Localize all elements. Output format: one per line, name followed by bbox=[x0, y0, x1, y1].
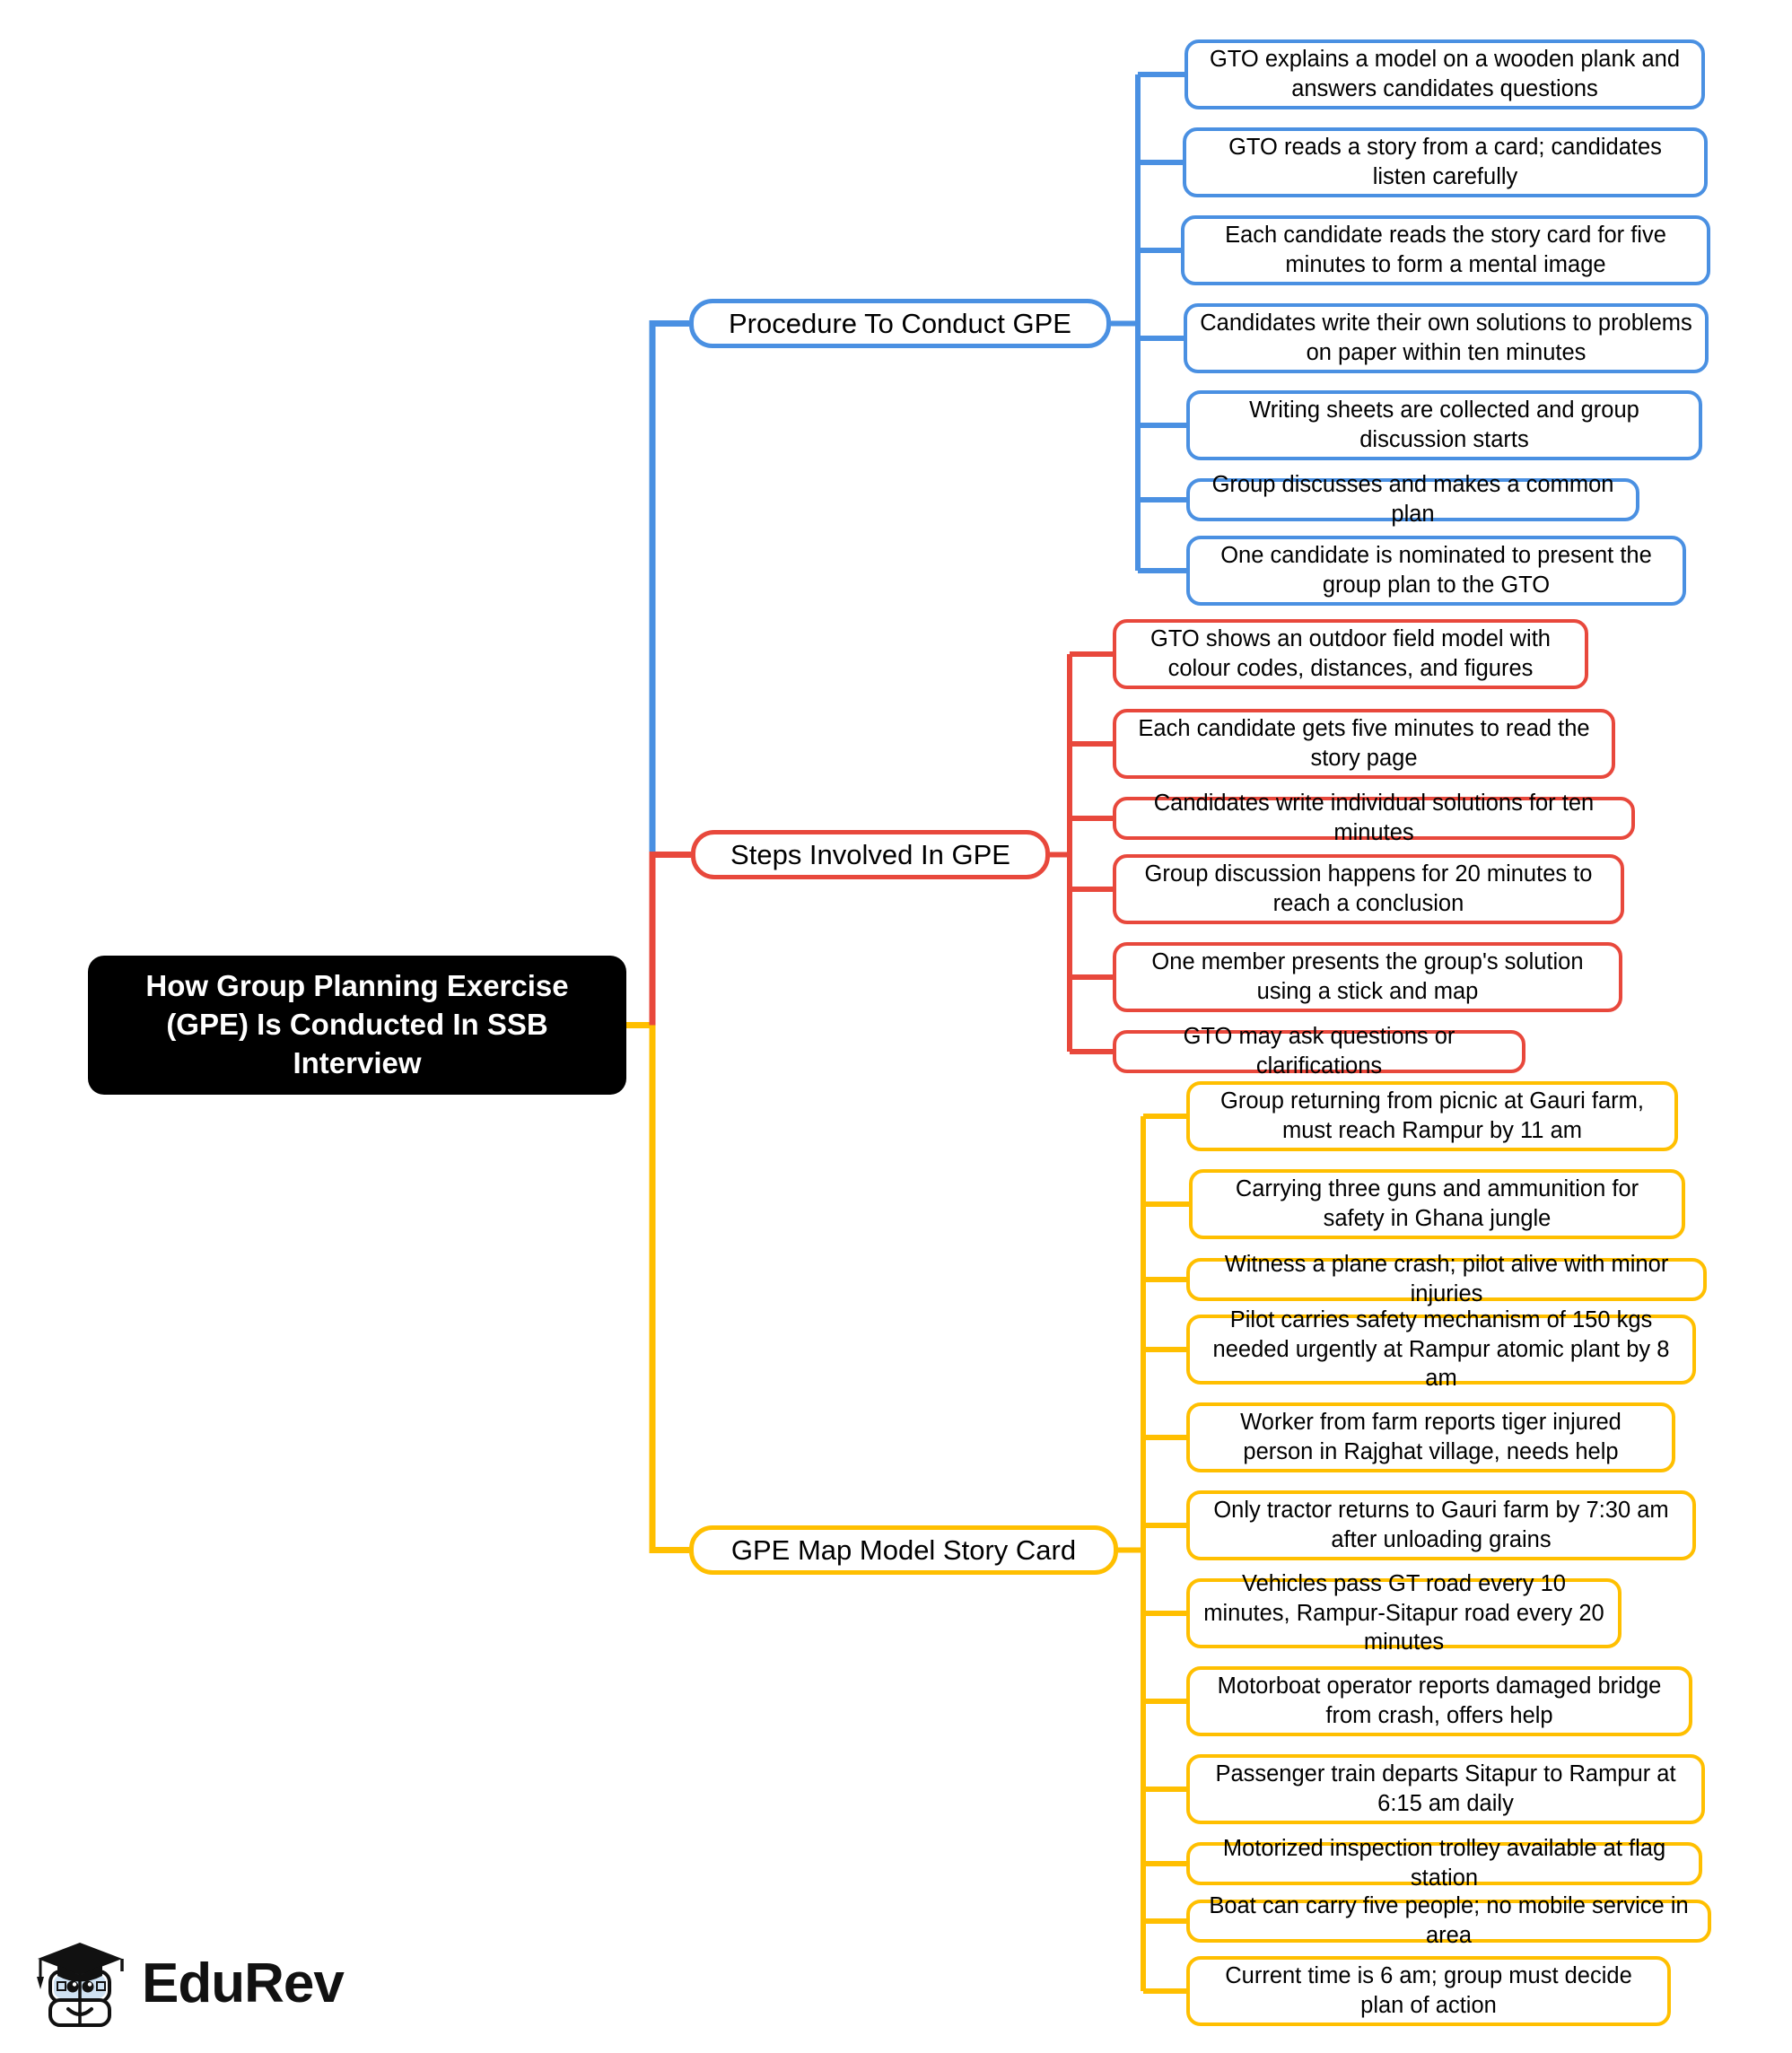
leaf-node[interactable]: GTO may ask questions or clarifications bbox=[1113, 1024, 1525, 1079]
graduation-cap-mascot-icon bbox=[37, 1943, 124, 2027]
leaf-node[interactable]: One member presents the group's solution… bbox=[1113, 942, 1622, 1012]
leaf-node[interactable]: Witness a plane crash; pilot alive with … bbox=[1186, 1252, 1707, 1306]
leaf-node[interactable]: Group discussion happens for 20 minutes … bbox=[1113, 854, 1624, 924]
leaf-node[interactable]: Boat can carry five people; no mobile se… bbox=[1186, 1893, 1711, 1948]
leaf-node[interactable]: Each candidate gets five minutes to read… bbox=[1113, 709, 1615, 779]
leaf-node[interactable]: Vehicles pass GT road every 10 minutes, … bbox=[1186, 1571, 1622, 1655]
branch-node-procedure-to-conduct-gpe[interactable]: Procedure To Conduct GPE bbox=[689, 299, 1111, 348]
leaf-node[interactable]: Writing sheets are collected and group d… bbox=[1186, 390, 1702, 460]
leaf-node[interactable]: Each candidate reads the story card for … bbox=[1181, 215, 1710, 285]
leaf-node[interactable]: Candidates write their own solutions to … bbox=[1184, 303, 1709, 373]
leaf-node[interactable]: One candidate is nominated to present th… bbox=[1186, 536, 1686, 606]
leaf-node[interactable]: Passenger train departs Sitapur to Rampu… bbox=[1186, 1754, 1705, 1824]
leaf-node[interactable]: Only tractor returns to Gauri farm by 7:… bbox=[1186, 1490, 1696, 1560]
leaf-node[interactable]: Carrying three guns and ammunition for s… bbox=[1189, 1169, 1685, 1239]
leaf-node[interactable]: Worker from farm reports tiger injured p… bbox=[1186, 1402, 1675, 1472]
leaf-node[interactable]: Motorboat operator reports damaged bridg… bbox=[1186, 1666, 1692, 1736]
leaf-node[interactable]: Pilot carries safety mechanism of 150 kg… bbox=[1186, 1307, 1696, 1391]
root-node[interactable]: How Group Planning Exercise (GPE) Is Con… bbox=[88, 956, 626, 1095]
leaf-node[interactable]: GTO shows an outdoor field model with co… bbox=[1113, 619, 1588, 689]
leaf-node[interactable]: Candidates write individual solutions fo… bbox=[1113, 791, 1635, 845]
branch-node-steps-involved-in-gpe[interactable]: Steps Involved In GPE bbox=[691, 830, 1050, 879]
edurev-wordmark: EduRev bbox=[142, 1953, 345, 2014]
leaf-node[interactable]: GTO explains a model on a wooden plank a… bbox=[1184, 39, 1705, 109]
leaf-node[interactable]: Group returning from picnic at Gauri far… bbox=[1186, 1081, 1678, 1151]
leaf-node[interactable]: GTO reads a story from a card; candidate… bbox=[1183, 127, 1708, 197]
leaf-node[interactable]: Group discusses and makes a common plan bbox=[1186, 472, 1639, 527]
edurev-logo: EduRev bbox=[32, 1931, 345, 2042]
branch-node-gpe-map-model-story-card[interactable]: GPE Map Model Story Card bbox=[689, 1525, 1118, 1575]
leaf-node[interactable]: Motorized inspection trolley available a… bbox=[1186, 1836, 1702, 1891]
leaf-node[interactable]: Current time is 6 am; group must decide … bbox=[1186, 1956, 1671, 2026]
